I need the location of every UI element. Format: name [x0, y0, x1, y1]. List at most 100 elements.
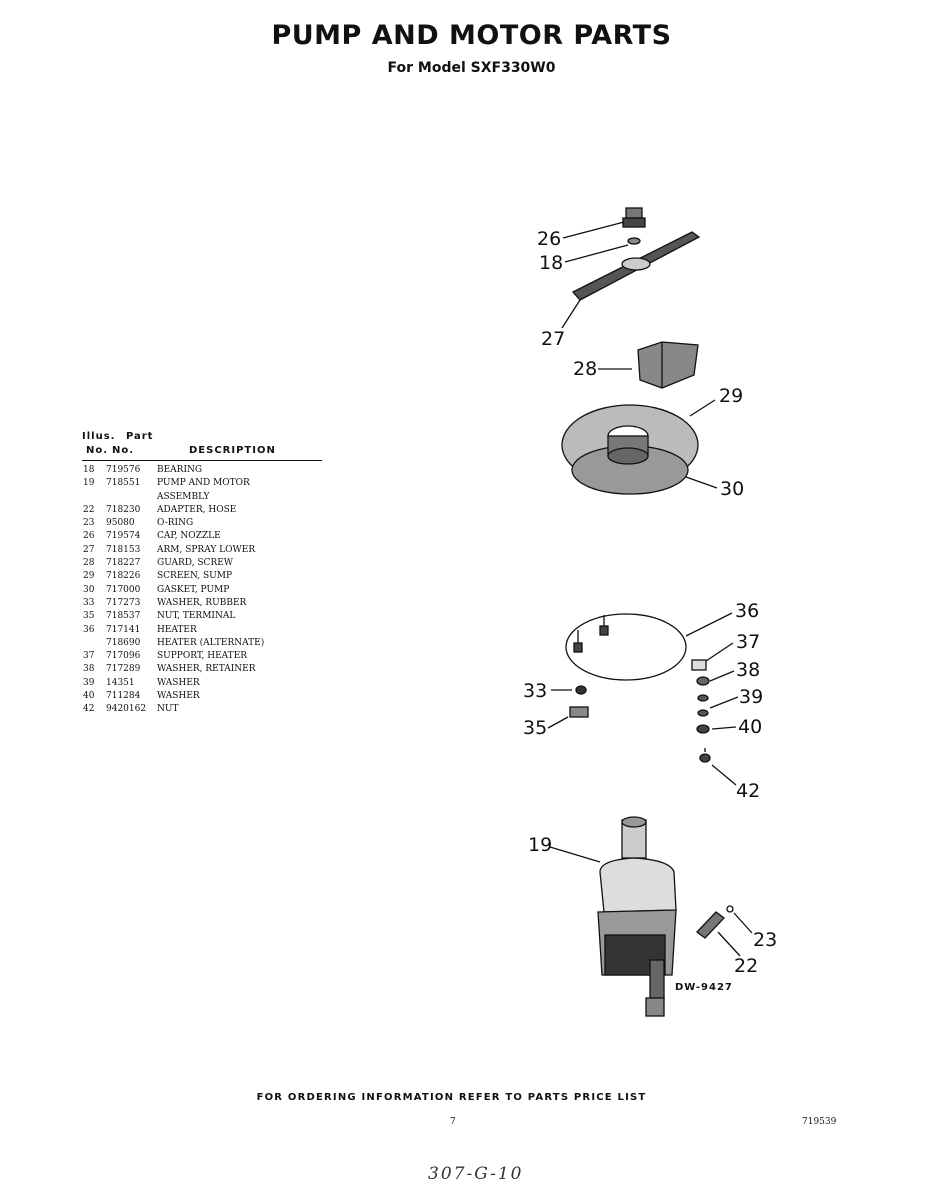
screw-guard-part	[637, 341, 699, 389]
callout-36: 36	[735, 600, 760, 622]
handwritten-note: 307-G-10	[428, 1164, 524, 1184]
illus-number: 27	[83, 544, 95, 555]
part-number: 717000	[106, 584, 141, 595]
callout-29: 29	[719, 385, 744, 407]
table-header-line1: Illus. Part	[82, 431, 324, 445]
part-number: 718551	[106, 478, 141, 489]
part-description: WASHER, RETAINER	[157, 664, 256, 675]
illus-number: 42	[83, 704, 95, 715]
part-description: HEATER (ALTERNATE)	[157, 637, 265, 648]
table-row: 33 717273 WASHER, RUBBER	[82, 597, 324, 610]
table-body: 18 719576 BEARING 19 718551 PUMP AND MOTOR ASS…	[82, 464, 324, 717]
table-row: 38 717289 WASHER, RETAINER	[82, 663, 324, 676]
illus-number: 35	[83, 611, 95, 622]
part-number: 717289	[106, 664, 141, 675]
callout-19: 19	[528, 834, 553, 856]
part-description: O-RING	[157, 518, 194, 529]
part-description: ARM, SPRAY LOWER	[157, 544, 256, 555]
callout-22: 22	[734, 955, 759, 977]
page-title: PUMP AND MOTOR PARTS	[271, 20, 672, 51]
header-no-1: No.	[86, 445, 109, 456]
part-number: 717141	[106, 624, 141, 635]
callout-42: 42	[736, 780, 761, 802]
callout-35: 35	[523, 717, 548, 739]
part-number: 14351	[106, 677, 135, 688]
callout-30: 30	[720, 478, 745, 500]
sump-screen-part	[561, 404, 699, 495]
illus-number: 29	[83, 571, 95, 582]
ordering-footer: FOR ORDERING INFORMATION REFER TO PARTS …	[256, 1092, 647, 1103]
callout-40: 40	[738, 716, 763, 738]
illus-number: 28	[83, 558, 95, 569]
drawing-code: DW-9427	[675, 982, 733, 993]
table-header-line2: No. No. DESCRIPTION	[82, 445, 324, 459]
part-description: NUT	[157, 704, 179, 715]
nozzle-cap-part	[622, 207, 646, 245]
part-number: 719576	[106, 465, 141, 475]
header-no-2: No.	[112, 445, 135, 456]
illus-number: 39	[83, 677, 95, 688]
part-description: ASSEMBLY	[157, 491, 210, 502]
pump-motor-assembly-part	[597, 816, 734, 1017]
table-row: 718690 HEATER (ALTERNATE)	[82, 637, 324, 650]
callout-39: 39	[739, 686, 764, 708]
callout-27: 27	[541, 328, 566, 350]
part-description: HEATER	[157, 624, 197, 635]
part-number: 717273	[106, 597, 141, 608]
table-row: 35 718537 NUT, TERMINAL	[82, 610, 324, 623]
callout-23: 23	[753, 929, 778, 951]
part-number: 711284	[106, 691, 141, 702]
part-description: ADAPTER, HOSE	[157, 504, 237, 515]
table-row: 39 14351 WASHER	[82, 677, 324, 690]
illus-number: 19	[83, 478, 95, 489]
part-number: 718153	[106, 544, 141, 555]
callout-26: 26	[537, 228, 562, 250]
heater-part	[565, 613, 687, 681]
parts-table: Illus. Part No. No. DESCRIPTION 18 719576…	[82, 431, 324, 717]
document-number: 719539	[802, 1117, 837, 1127]
callout-18: 18	[539, 252, 564, 274]
callout-28: 28	[573, 358, 598, 380]
table-row: 23 95080 O-RING	[82, 517, 324, 530]
part-number: 95080	[106, 518, 135, 529]
illus-number: 37	[83, 651, 95, 662]
spray-arm-part	[571, 231, 701, 301]
part-description: BEARING	[157, 465, 203, 475]
illus-number: 18	[83, 465, 95, 475]
header-part: Part	[125, 431, 154, 442]
part-number: 718230	[106, 504, 141, 515]
terminal-nut-parts	[569, 685, 589, 718]
part-number: 719574	[106, 531, 141, 542]
page-number: 7	[450, 1117, 456, 1127]
illus-number: 40	[83, 691, 95, 702]
part-number: 718227	[106, 558, 141, 569]
callout-38: 38	[736, 659, 761, 681]
page-subtitle: For Model SXF330W0	[387, 60, 556, 76]
illus-number: 38	[83, 664, 95, 675]
header-description: DESCRIPTION	[189, 445, 276, 456]
part-description: PUMP AND MOTOR	[157, 478, 250, 489]
header-illus: Illus.	[82, 431, 116, 442]
illus-number: 33	[83, 597, 95, 608]
table-row: 27 718153 ARM, SPRAY LOWER	[82, 544, 324, 557]
table-rule	[82, 460, 322, 461]
illus-number: 30	[83, 584, 95, 595]
part-number: 718226	[106, 571, 141, 582]
illus-number: 23	[83, 518, 95, 529]
callout-37: 37	[736, 631, 761, 653]
part-description: WASHER, RUBBER	[157, 597, 247, 608]
part-description: WASHER	[157, 677, 200, 688]
table-row: ASSEMBLY	[82, 491, 324, 504]
part-number: 718537	[106, 611, 141, 622]
part-number: 718690	[106, 637, 141, 648]
part-description: NUT, TERMINAL	[157, 611, 236, 622]
